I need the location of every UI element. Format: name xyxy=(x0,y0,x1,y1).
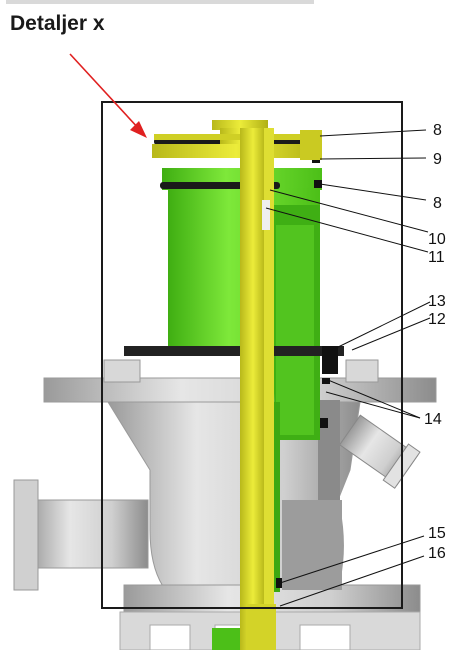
gasket-cut xyxy=(322,346,338,374)
right-lower-cut xyxy=(282,500,342,590)
seal-8b xyxy=(314,180,322,188)
detail-pointer-arrow xyxy=(69,53,147,138)
base-slot-left xyxy=(149,624,191,650)
stem-core xyxy=(264,128,274,650)
flange-boss-right xyxy=(345,359,379,383)
top-divider xyxy=(6,0,314,4)
seal-14b xyxy=(320,418,328,428)
cap-right-lip xyxy=(300,130,322,160)
seal-14a xyxy=(322,378,330,384)
callout-16: 16 xyxy=(428,545,446,562)
detail-frame xyxy=(101,101,403,609)
inlet-pipe xyxy=(27,499,149,569)
inlet-clamp-ring xyxy=(13,479,39,591)
stem xyxy=(240,128,266,650)
detail-title: Detaljer x xyxy=(10,12,105,35)
valve-body xyxy=(13,359,437,650)
callout-15: 15 xyxy=(428,525,446,542)
callout-8-mid: 8 xyxy=(433,195,442,212)
stem-bottom xyxy=(246,604,276,650)
callout-10: 10 xyxy=(428,231,446,248)
piston-inner xyxy=(276,225,314,435)
right-housing-wall xyxy=(318,400,340,510)
callout-labels: 8 9 8 10 11 13 12 14 15 16 xyxy=(424,122,446,562)
yellow-stem-assembly xyxy=(152,120,322,650)
callout-8-top: 8 xyxy=(433,122,442,139)
stem-guide xyxy=(262,200,270,230)
seal-15 xyxy=(276,578,282,588)
base-gasket xyxy=(124,346,344,356)
callout-14: 14 xyxy=(424,411,442,428)
callout-12: 12 xyxy=(428,311,446,328)
cap-top-plate xyxy=(212,120,268,130)
callout-9: 9 xyxy=(433,151,442,168)
callout-11: 11 xyxy=(428,249,445,266)
callout-13: 13 xyxy=(428,293,446,310)
cap-rim xyxy=(154,134,304,140)
top-cap xyxy=(152,144,320,158)
base-slot-right2 xyxy=(299,624,351,650)
base-stub-green xyxy=(212,628,242,650)
flange-boss-left xyxy=(103,359,141,383)
leader-lines xyxy=(265,129,431,607)
